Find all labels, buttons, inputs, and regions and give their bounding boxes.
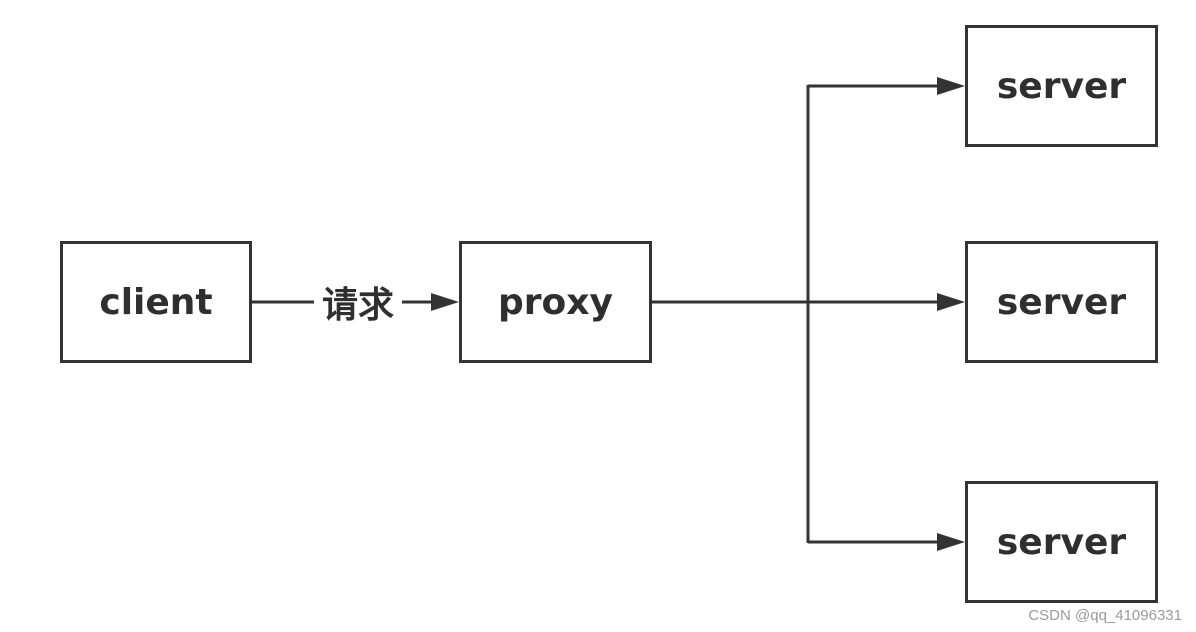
edge-label-request: 请求 bbox=[314, 279, 402, 326]
node-server-2: server bbox=[965, 241, 1158, 363]
node-client-label: client bbox=[99, 281, 213, 323]
node-server-1-label: server bbox=[996, 65, 1127, 107]
arrowhead-server-3 bbox=[937, 533, 965, 551]
node-server-1: server bbox=[965, 25, 1158, 147]
node-proxy-label: proxy bbox=[498, 281, 613, 323]
arrowhead-server-2 bbox=[937, 293, 965, 311]
arrowhead-server-1 bbox=[937, 77, 965, 95]
node-server-2-label: server bbox=[996, 281, 1127, 323]
node-server-3-label: server bbox=[996, 521, 1127, 563]
arrowhead-client-to-proxy bbox=[431, 293, 459, 311]
node-proxy: proxy bbox=[459, 241, 652, 363]
node-client: client bbox=[60, 241, 252, 363]
watermark-text: CSDN @qq_41096331 bbox=[1028, 607, 1182, 624]
node-server-3: server bbox=[965, 481, 1158, 603]
